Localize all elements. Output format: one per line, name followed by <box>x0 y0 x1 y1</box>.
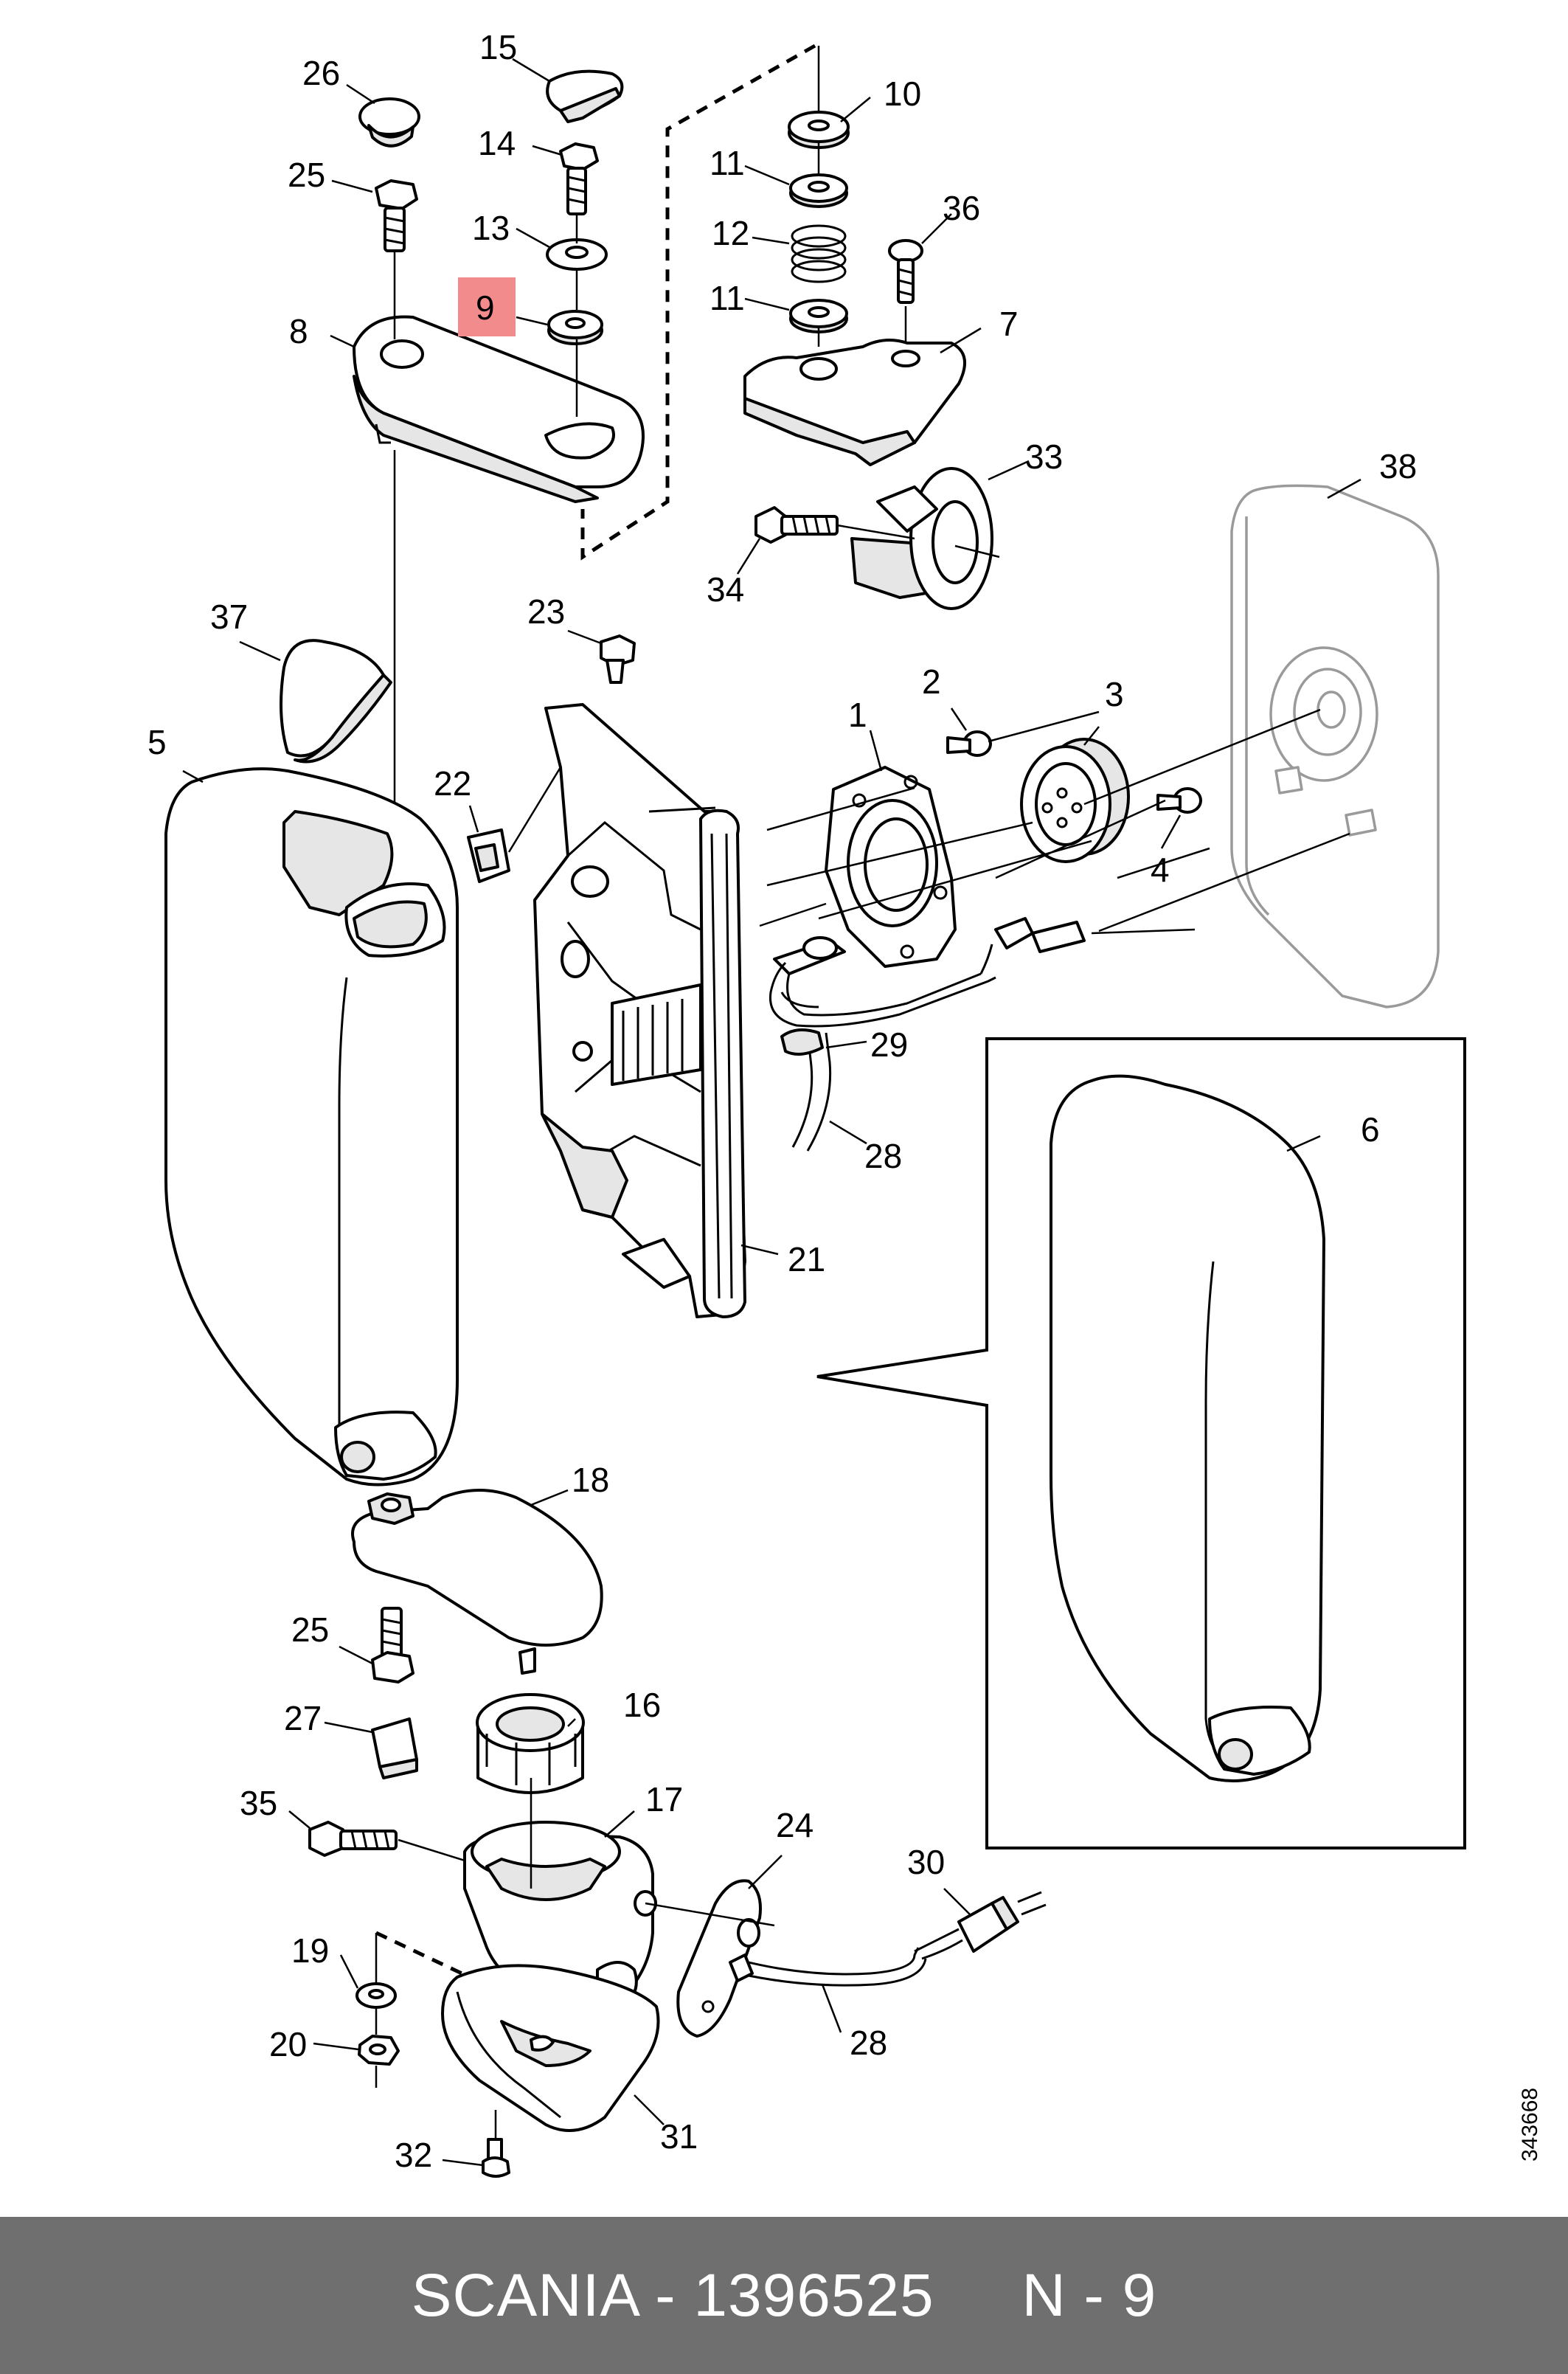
part-7-bracket <box>743 339 966 466</box>
callout-labels: 26 15 10 25 14 11 36 13 12 8 9 11 7 33 3… <box>148 28 1417 2174</box>
part-27-clip <box>371 1717 418 1779</box>
part-3-motor <box>1020 738 1130 863</box>
part-18-lower-arm <box>351 1489 603 1675</box>
part-24-gasket <box>676 1879 762 2038</box>
part-26-cap <box>358 97 420 148</box>
callout-37: 37 <box>210 598 248 636</box>
part-31-lower-cover <box>441 1964 660 2132</box>
callout-31: 31 <box>660 2117 698 2156</box>
part-28-cable-lower <box>729 1947 927 1987</box>
callout-28-upper: 28 <box>864 1137 902 1175</box>
part-22-clip <box>467 828 510 883</box>
part-25-bolt-top <box>375 179 418 252</box>
axis-line-34 <box>836 524 915 540</box>
callout-11-upper: 11 <box>710 144 745 182</box>
part-11-washer-upper <box>789 173 848 208</box>
part-34-bolt <box>754 506 839 544</box>
callout-9-highlighted: 9 <box>476 288 495 327</box>
callout-32: 32 <box>395 2136 432 2174</box>
part-6-mirror-housing-alt <box>1050 1074 1325 1782</box>
callout-14: 14 <box>478 124 516 162</box>
callout-5: 5 <box>148 723 167 761</box>
callout-3: 3 <box>1105 675 1124 713</box>
axis-line-21-clip <box>507 766 562 853</box>
callout-34: 34 <box>707 570 744 609</box>
axis-line-33 <box>954 544 1000 558</box>
footer-part-number: SCANIA - 1396525 N - 9 <box>411 2261 1157 2329</box>
callout-25-top: 25 <box>288 156 325 194</box>
callout-27: 27 <box>284 1699 322 1737</box>
part-23-screw <box>600 634 636 684</box>
callout-23: 23 <box>527 592 565 631</box>
detail-view-box <box>816 1037 1466 1849</box>
callout-28-lower: 28 <box>850 2024 887 2062</box>
callout-22: 22 <box>434 764 471 803</box>
part-16-bushing <box>476 1693 585 1794</box>
part-36-screw <box>888 239 923 304</box>
part-4-screw <box>1156 787 1202 814</box>
callout-1: 1 <box>848 696 867 734</box>
part-30-connector <box>914 1891 1047 1960</box>
callout-6: 6 <box>1361 1110 1380 1149</box>
exploded-parts-diagram: 26 15 10 25 14 11 36 13 12 8 9 11 7 33 3… <box>148 28 1466 2178</box>
callout-10: 10 <box>884 75 921 113</box>
callout-2: 2 <box>922 662 941 701</box>
part-19-washer <box>355 1982 397 2009</box>
part-15-cap <box>546 69 624 123</box>
part-32-screw <box>482 2138 510 2178</box>
part-10-washer <box>788 111 850 149</box>
callout-4: 4 <box>1151 851 1170 889</box>
callout-33: 33 <box>1025 437 1063 476</box>
callout-25-lower: 25 <box>291 1610 329 1649</box>
dashed-bracket-top <box>580 44 816 561</box>
part-25-bolt-lower <box>371 1607 414 1683</box>
callout-30: 30 <box>907 1843 945 1881</box>
callout-15: 15 <box>479 28 517 66</box>
part-20-nut <box>358 2035 400 2066</box>
callout-18: 18 <box>572 1461 609 1499</box>
part-12-spring <box>791 224 847 283</box>
callout-17: 17 <box>645 1780 683 1818</box>
callout-20: 20 <box>269 2025 307 2063</box>
part-wiring-harness <box>769 917 1086 1152</box>
callout-16: 16 <box>623 1686 661 1724</box>
part-35-bolt <box>308 1821 398 1857</box>
part-13-washer <box>546 238 608 271</box>
callout-21: 21 <box>788 1240 825 1278</box>
part-38-mirror-glass <box>1230 484 1440 1008</box>
callout-11-lower: 11 <box>710 279 745 317</box>
callout-26: 26 <box>302 54 340 92</box>
callout-29: 29 <box>870 1025 908 1064</box>
callout-19: 19 <box>291 1931 329 1970</box>
part-2-screw <box>946 730 992 757</box>
callout-13: 13 <box>472 209 510 247</box>
footer-bar: SCANIA - 1396525 N - 9 <box>0 2217 1568 2374</box>
callout-35: 35 <box>240 1784 277 1822</box>
callout-36: 36 <box>943 189 980 227</box>
part-37-cover <box>280 639 392 764</box>
callout-12: 12 <box>712 214 749 252</box>
part-9-grommet <box>547 310 603 345</box>
part-1-gasket <box>825 766 957 968</box>
callout-38: 38 <box>1379 447 1417 485</box>
highlight-box-part-9 <box>458 277 516 336</box>
part-5-mirror-housing <box>164 767 459 1487</box>
part-21-mirror-frame <box>533 703 746 1318</box>
callout-leaders <box>182 58 1361 2167</box>
part-33-pivot-unit <box>850 467 993 610</box>
document-number: 343668 <box>1518 2087 1542 2162</box>
axis-line-35 <box>398 1838 473 1864</box>
callout-8: 8 <box>289 312 308 350</box>
callout-7: 7 <box>999 305 1019 343</box>
axis-line-24 <box>645 1902 775 1927</box>
part-14-bolt <box>559 142 599 215</box>
axis-lines-center <box>759 708 1350 935</box>
part-11-washer-lower <box>789 299 848 333</box>
callout-24: 24 <box>776 1806 814 1844</box>
part-8-upper-arm <box>353 315 645 503</box>
